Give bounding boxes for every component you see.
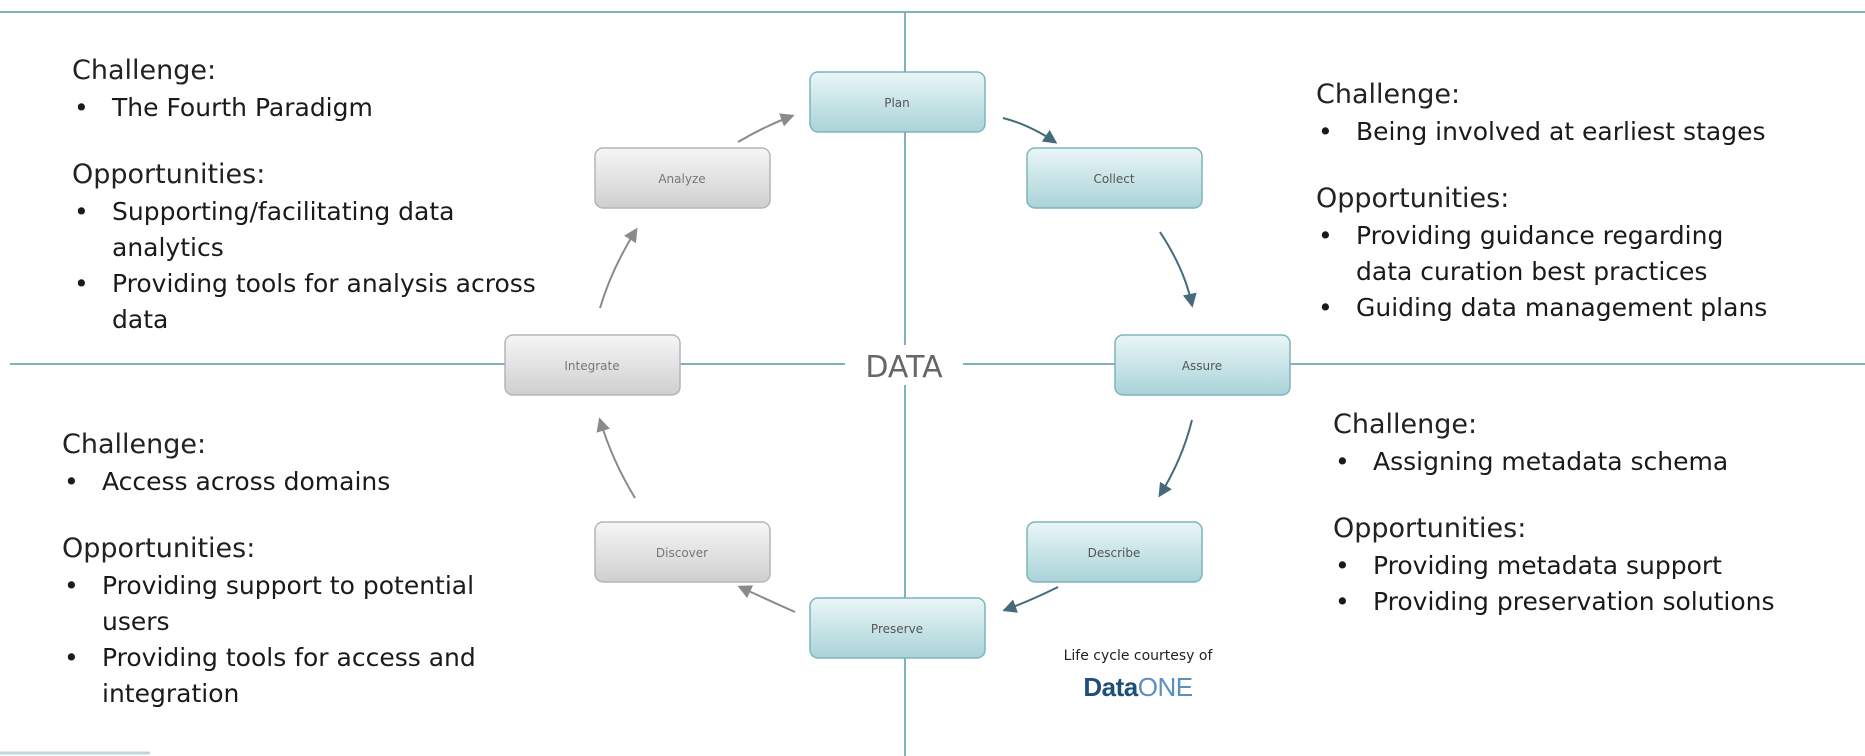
arrow-analyze-to-plan [737,113,795,143]
list-item: Providing support to potential users [62,568,542,640]
arrow-collect-to-assure [1159,231,1197,308]
top-right-panel: Challenge: Being involved at earliest st… [1316,76,1836,326]
list-item: Guiding data management plans [1316,290,1836,326]
bottom-left-opportunities-list: Providing support to potential users Pro… [62,568,582,712]
node-preserve-label: Preserve [871,622,923,636]
bottom-left-challenge-heading: Challenge: [62,429,207,460]
bottom-left-panel: Challenge: Access across domains Opportu… [62,426,582,712]
arrow-describe-to-preserve [1002,586,1059,613]
node-describe-label: Describe [1088,546,1141,560]
node-plan: Plan [809,71,986,133]
node-assure: Assure [1114,334,1291,396]
node-collect: Collect [1026,147,1203,209]
top-right-challenge-heading: Challenge: [1316,79,1461,110]
bottom-right-challenge-list: Assigning metadata schema [1333,444,1853,480]
list-item: Providing tools for access and integrati… [62,640,542,712]
node-discover-label: Discover [656,546,708,560]
node-plan-label: Plan [884,96,910,110]
lifecycle-credit: Life cycle courtesy of DataONE [1052,648,1224,703]
node-discover: Discover [594,521,771,583]
bottom-left-challenge-list: Access across domains [62,464,582,500]
node-integrate-label: Integrate [564,359,619,373]
node-analyze-label: Analyze [658,172,705,186]
list-item: Supporting/facilitating data analytics [72,194,512,266]
top-right-opportunities-heading: Opportunities: [1316,183,1510,214]
node-collect-label: Collect [1093,172,1134,186]
top-left-opportunities-list: Supporting/facilitating data analytics P… [72,194,592,338]
credit-text: Life cycle courtesy of [1063,648,1213,664]
bottom-right-panel: Challenge: Assigning metadata schema Opp… [1333,406,1853,620]
arrow-preserve-to-discover [737,585,796,613]
arrow-discover-to-integrate [596,417,636,499]
top-right-opportunities-list: Providing guidance regarding data curati… [1316,218,1836,326]
list-item: Providing preservation solutions [1333,584,1853,620]
bottom-right-opportunities-list: Providing metadata support Providing pre… [1333,548,1853,620]
arrow-integrate-to-analyze [599,227,638,309]
list-item: Providing guidance regarding data curati… [1316,218,1786,290]
list-item: Access across domains [62,464,582,500]
node-preserve: Preserve [809,597,986,659]
node-describe: Describe [1026,521,1203,583]
top-left-challenge-heading: Challenge: [72,55,217,86]
list-item: The Fourth Paradigm [72,90,612,126]
top-left-challenge-list: The Fourth Paradigm [72,90,612,126]
node-analyze: Analyze [594,147,771,209]
list-item: Providing tools for analysis across data [72,266,582,338]
arrow-plan-to-collect [1002,117,1058,144]
logo-suffix-text: ONE [1137,672,1193,702]
center-data-label: DATA [865,350,943,385]
bottom-left-opportunities-heading: Opportunities: [62,533,256,564]
bottom-right-opportunities-heading: Opportunities: [1333,513,1527,544]
bottom-right-challenge-heading: Challenge: [1333,409,1478,440]
node-integrate: Integrate [504,334,681,396]
list-item: Providing metadata support [1333,548,1853,584]
top-left-opportunities-heading: Opportunities: [72,159,266,190]
list-item: Assigning metadata schema [1333,444,1853,480]
dataone-logo: DataONE [1052,672,1224,703]
top-left-panel: Challenge: The Fourth Paradigm Opportuni… [72,52,612,338]
logo-main-text: Data [1083,672,1138,702]
list-item: Being involved at earliest stages [1316,114,1836,150]
top-right-challenge-list: Being involved at earliest stages [1316,114,1836,150]
arrow-assure-to-describe [1158,419,1193,498]
node-assure-label: Assure [1182,359,1222,373]
